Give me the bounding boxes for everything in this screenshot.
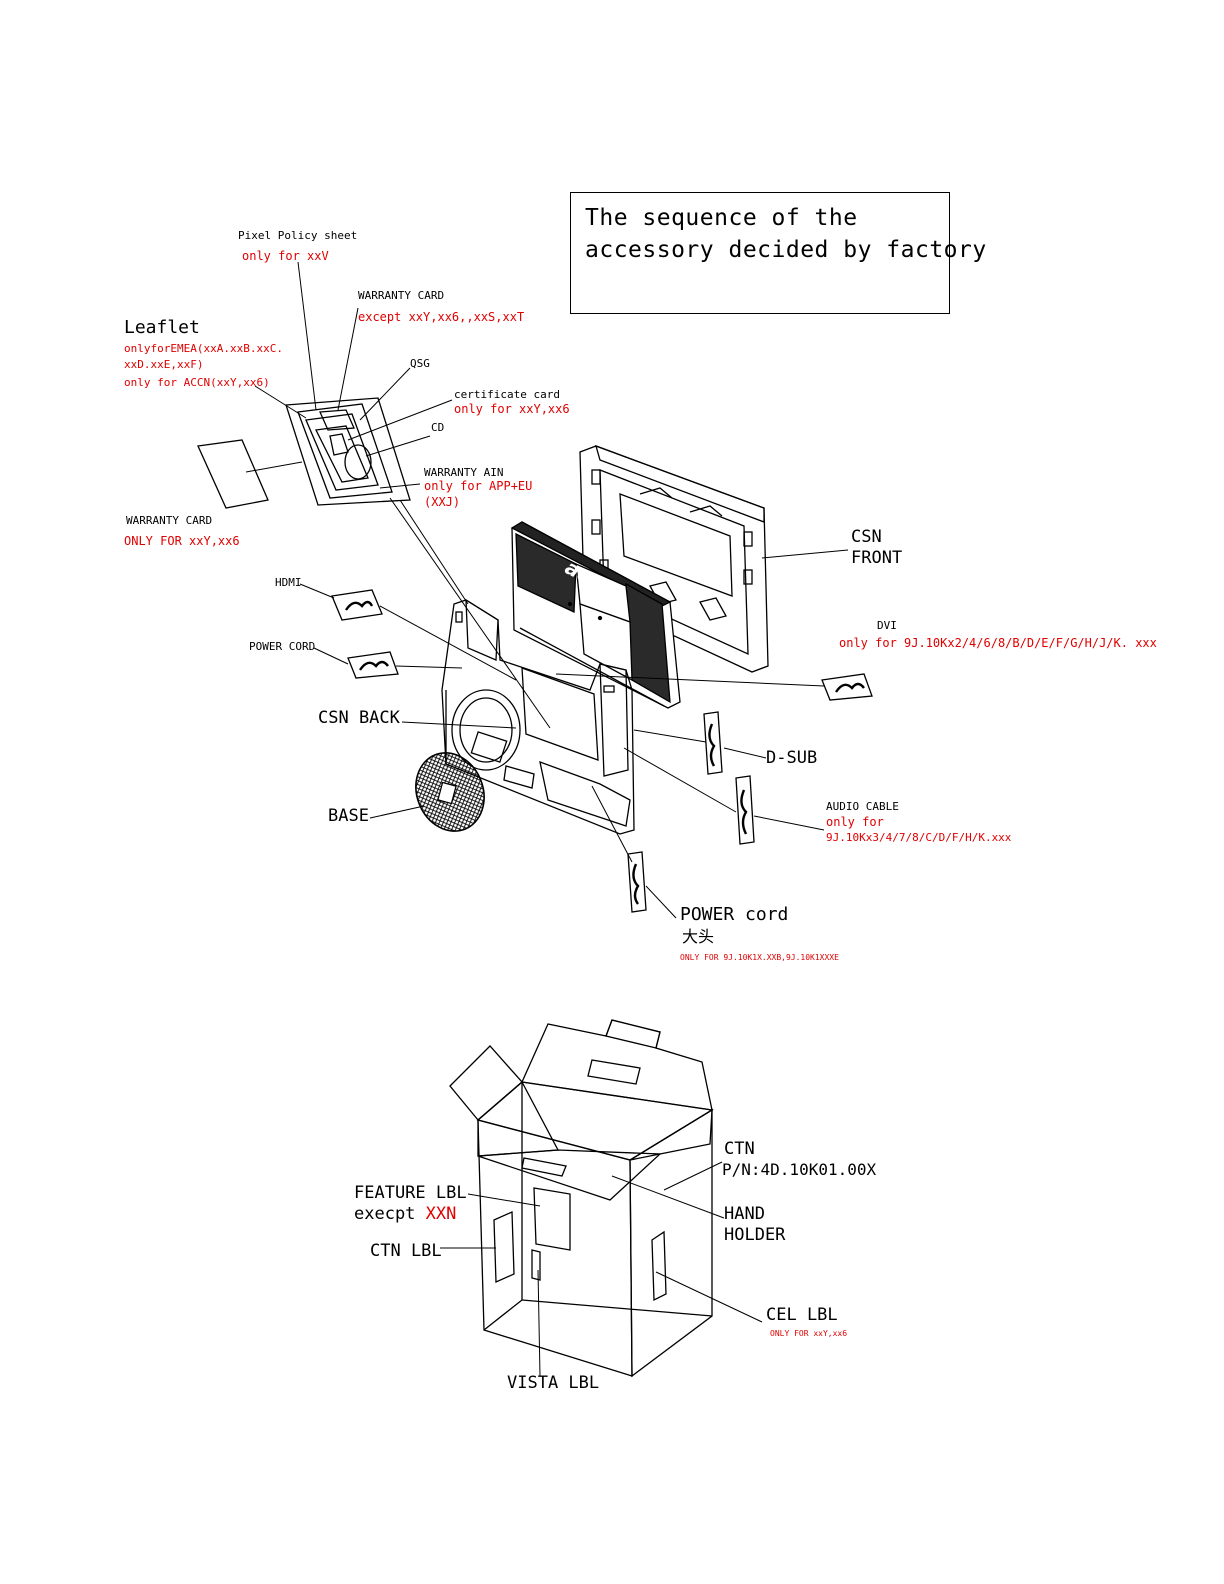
label-warranty-card-left: WARRANTY CARD [126,514,213,527]
label-audio-cable-note-1: only for [826,815,884,829]
label-feature-lbl-note-prefix: execpt [354,1204,416,1224]
label-feature-lbl-note: execpt XXN [354,1205,456,1224]
label-hdmi: HDMI [275,576,302,589]
leader-lines-upper [245,261,849,919]
label-ctn-2: P/N:4D.10K01.00X [722,1160,877,1179]
label-leaflet: Leaflet [124,317,200,338]
d-sub-cable-pack [703,711,723,775]
label-certificate-card: certificate card [454,388,560,401]
label-leaflet-note-1: onlyforEMEA(xxA.xxB.xxC. [124,342,283,355]
monitor-panel [510,521,681,709]
label-power-cord-lower-note: ONLY FOR 9J.10K1X.XXB,9J.10K1XXXE [680,953,839,962]
label-hand-holder-2: HOLDER [724,1225,786,1245]
label-cel-lbl-note: ONLY FOR xxY,xx6 [770,1329,848,1338]
label-power-cord-lower: POWER cord [680,904,789,925]
note-line-1: The sequence of the [585,205,858,231]
label-cd: CD [431,421,445,434]
warranty-card-left-sheet [197,439,269,509]
label-audio-cable: AUDIO CABLE [826,800,899,813]
label-csn-front-1: CSN [851,527,882,547]
label-warranty-ain-note-1: only for APP+EU [424,479,533,493]
label-pixel-policy-note: only for xxV [242,249,329,263]
dvi-cable-pack [821,673,873,701]
power-cord-pack-upper [347,651,399,679]
label-power-cord-lower-cn: 大头 [682,927,715,946]
power-cord-pack-lower [627,851,647,913]
vista-lbl-patch [531,1249,541,1281]
label-base: BASE [328,806,369,826]
label-csn-front-2: FRONT [851,548,903,568]
label-dvi: DVI [877,619,897,632]
ctn-lbl-patch [493,1211,515,1283]
label-leaflet-note-2: xxD.xxE,xxF) [124,358,204,371]
feature-lbl-patch [533,1187,571,1251]
label-vista-lbl: VISTA LBL [507,1373,600,1393]
label-ctn-lbl: CTN LBL [370,1241,442,1261]
label-csn-back: CSN BACK [318,708,400,728]
document-stack [285,397,411,506]
label-qsg: QSG [410,357,430,370]
label-leaflet-note-3: only for ACCN(xxY,xx6) [124,376,270,389]
label-warranty-ain: WARRANTY AIN [424,466,504,479]
label-ctn-1: CTN [724,1139,755,1159]
label-audio-cable-note-2: 9J.10Kx3/4/7/8/C/D/F/H/K.xxx [826,831,1012,844]
label-dvi-note: only for 9J.10Kx2/4/6/8/B/D/E/F/G/H/J/K.… [839,636,1157,650]
label-power-cord-upper: POWER CORD [249,640,316,653]
label-warranty-card-top: WARRANTY CARD [358,289,445,302]
label-pixel-policy: Pixel Policy sheet [238,229,358,242]
label-feature-lbl: FEATURE LBL [354,1183,467,1203]
label-certificate-card-note: only for xxY,xx6 [454,402,570,416]
hdmi-cable-pack [331,589,383,621]
label-cel-lbl: CEL LBL [766,1305,838,1325]
audio-cable-pack [735,775,755,845]
label-hand-holder-1: HAND [724,1204,765,1224]
label-warranty-card-left-note: ONLY FOR xxY,xx6 [124,534,240,548]
cel-lbl-patch [651,1230,667,1302]
leader-lines-carton [440,1161,763,1377]
label-d-sub: D-SUB [766,748,818,768]
monitor-base [415,752,485,832]
note-line-2: accessory decided by factory [585,237,987,263]
label-warranty-ain-note-2: (XXJ) [424,495,461,509]
carton-box [449,1019,714,1378]
label-warranty-card-top-note: except xxY,xx6,,xxS,xxT [358,310,525,324]
label-feature-lbl-note-red: XXN [425,1204,457,1224]
cd-disc-icon [344,444,372,480]
csn-front-cushion [579,444,769,673]
factory-note-box: The sequence of the accessory decided by… [570,192,986,314]
